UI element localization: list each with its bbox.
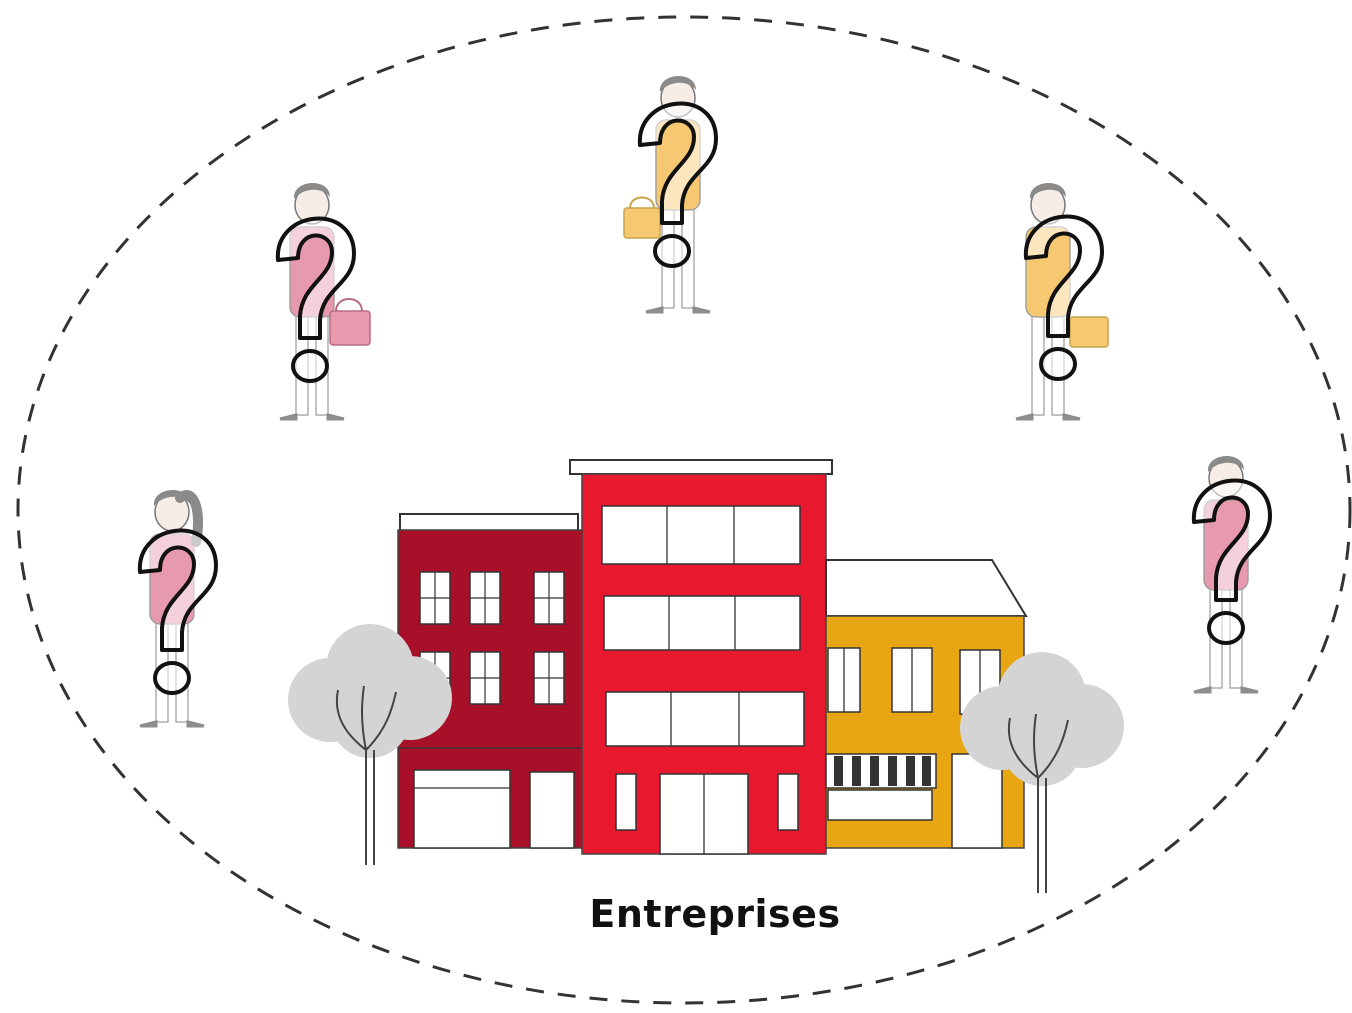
caption-label: Entreprises <box>589 892 841 936</box>
building-right <box>825 559 1028 849</box>
person-top-center <box>623 74 718 314</box>
building-center <box>569 459 833 855</box>
market-boundary <box>16 15 1352 1005</box>
person-upper-right <box>1014 181 1109 421</box>
person-upper-left <box>275 181 371 421</box>
person-right <box>1191 454 1272 694</box>
shop-awning <box>825 753 937 789</box>
building-icon <box>397 459 1028 855</box>
person-left <box>137 488 219 728</box>
